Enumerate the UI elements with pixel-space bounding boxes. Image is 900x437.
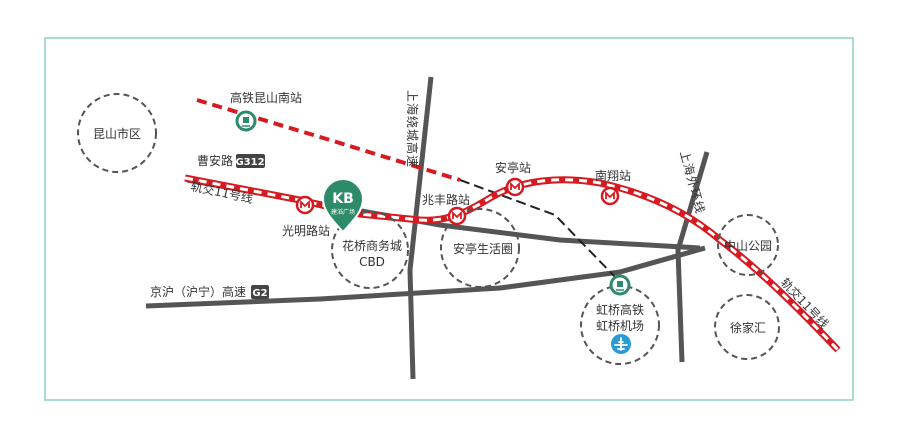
area-circle-kunshan: [77, 93, 157, 173]
road-tag-jinghu: G2: [252, 288, 267, 299]
area-label-cbd-1: 花桥商务城: [342, 238, 402, 253]
area-label-hongqiao-1: 虹桥高铁: [596, 302, 644, 317]
road-tag-jinghu-bg: [251, 285, 269, 299]
map-pin-icon: KB 建滔广场: [321, 178, 365, 234]
metro-line-label-right: 轨交11号线: [778, 275, 832, 332]
road-ring-expressway: [407, 76, 434, 380]
railway-icon: [609, 274, 631, 296]
rail-hsr-red: [196, 98, 461, 182]
road-label-caoan: 曹安路: [197, 153, 233, 168]
metro-icon: [600, 186, 620, 206]
station-label-zhaofeng: 兆丰路站: [422, 192, 470, 207]
metro-icon: [295, 195, 315, 215]
area-label-zhongshan: 中山公园: [724, 238, 772, 253]
map-frame: [44, 37, 854, 401]
road-label-jinghu: 京沪（沪宁）高速: [150, 284, 246, 299]
logo-subtitle: 建滔广场: [331, 208, 355, 216]
metro-icon: [505, 177, 525, 197]
rail-hsr-black: [459, 179, 619, 281]
station-label-guangming: 光明路站: [282, 223, 330, 238]
railway-icon: [235, 110, 257, 132]
area-label-xujiahui: 徐家汇: [730, 320, 766, 335]
station-label-anting: 安亭站: [495, 160, 531, 175]
road-jinghu: [145, 245, 706, 309]
area-circle-zhongshan: [717, 214, 779, 276]
station-label-hsr: 高铁昆山南站: [230, 90, 302, 105]
logo-text: KB: [332, 191, 354, 207]
area-circle-anting: [440, 208, 520, 288]
area-circle-xujiahui: [714, 294, 780, 360]
area-label-anting: 安亭生活圈: [453, 241, 513, 256]
area-label-cbd-2: CBD: [359, 255, 385, 269]
metro-icon: [447, 206, 467, 226]
road-tag-caoan-bg: [236, 154, 265, 168]
area-label-hongqiao-2: 虹桥机场: [596, 319, 644, 333]
road-label-ring-expressway: 上海绕城高速: [405, 90, 420, 168]
area-circle-cbd: [331, 211, 409, 289]
area-label-kunshan: 昆山市区: [93, 126, 141, 141]
road-outer-ring: [675, 151, 710, 363]
airplane-icon: [611, 334, 631, 354]
road-tag-caoan: G312: [235, 157, 264, 168]
station-label-nanxiang: 南翔站: [595, 168, 631, 183]
